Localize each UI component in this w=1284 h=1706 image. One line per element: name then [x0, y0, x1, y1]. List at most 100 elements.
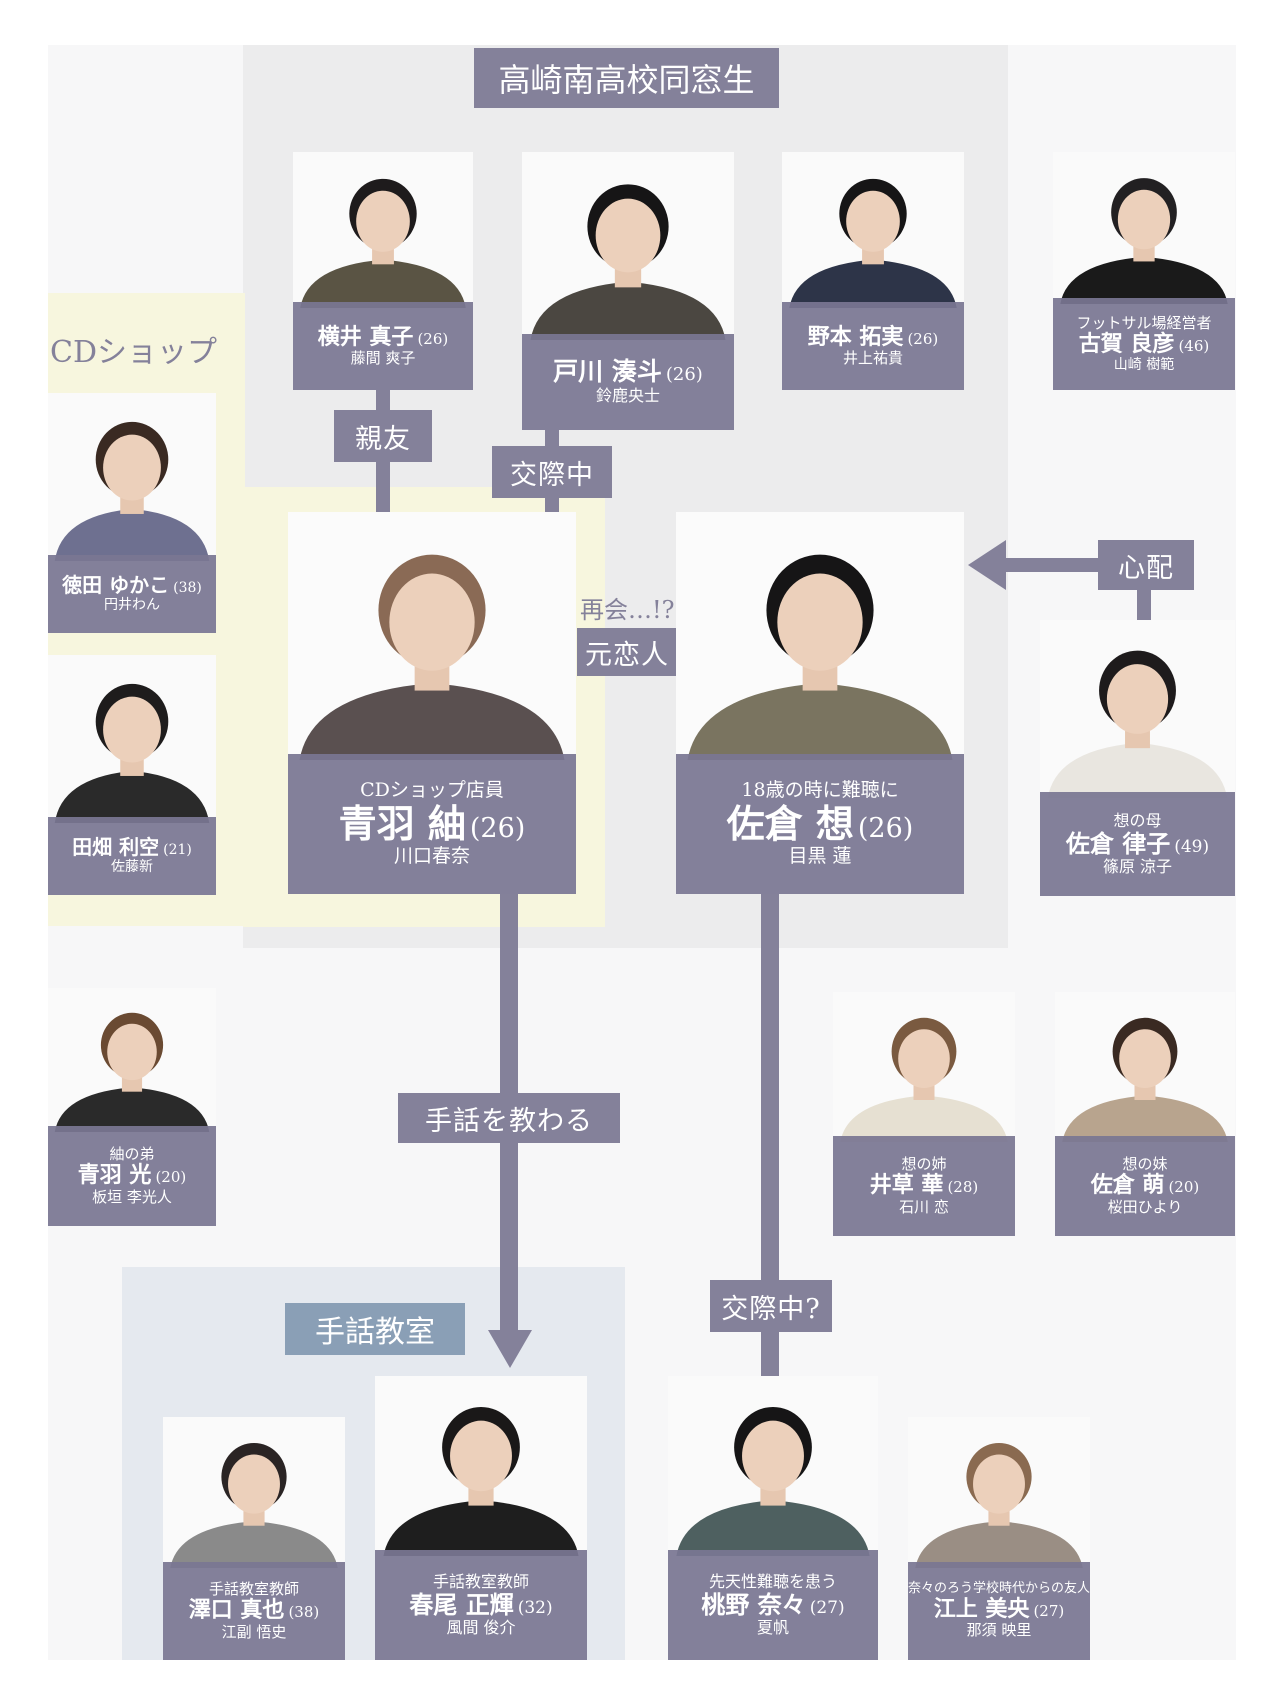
card-hiromi: 野本 拓実(26)井上祐貴: [782, 152, 964, 390]
dating-tag: 交際中: [492, 446, 612, 498]
actor-name: 山崎 樹範: [1113, 357, 1175, 374]
character-name: 古賀 良彦: [1078, 330, 1175, 357]
card-koga: フットサル場経営者古賀 良彦(46)山崎 樹範: [1053, 152, 1235, 390]
character-age: (26): [665, 364, 703, 386]
character-age: (26): [857, 813, 914, 845]
character-name-line: 徳田 ゆかこ(38): [48, 574, 216, 597]
actor-name: 夏帆: [756, 1617, 789, 1637]
caption-panel: 田畑 利空(21)佐藤新: [48, 817, 216, 895]
portrait-photo: [375, 1376, 587, 1556]
card-haruo: 手話教室教師春尾 正輝(32)風間 俊介: [375, 1376, 587, 1660]
character-age: (28): [947, 1178, 979, 1197]
actor-name: 川口春奈: [393, 844, 470, 867]
character-role: 紬の弟: [109, 1145, 155, 1164]
person-silhouette-icon: [782, 152, 964, 308]
portrait-photo: [522, 152, 734, 340]
caption-panel: 想の姉井草 華(28)石川 恋: [833, 1136, 1015, 1236]
person-silhouette-icon: [1055, 992, 1235, 1142]
character-age: (32): [517, 1598, 553, 1619]
character-name: 井草 華: [869, 1172, 944, 1199]
character-role: 想の妹: [1122, 1155, 1168, 1174]
character-name: 青羽 光: [77, 1162, 152, 1189]
actor-name: 藤間 爽子: [350, 349, 416, 368]
character-role: 想の母: [1113, 810, 1162, 830]
school-group-title: 高崎南高校同窓生: [474, 48, 779, 108]
character-name-line: 佐倉 萌(20): [1055, 1173, 1235, 1198]
character-name: 江上 美央: [933, 1596, 1030, 1623]
character-age: (38): [173, 580, 202, 597]
card-minato: 戸川 湊斗(26)鈴鹿央士: [522, 152, 734, 430]
portrait-photo: [676, 512, 964, 760]
character-role: CDショップ店員: [360, 779, 504, 802]
card-tsumugi: CDショップ店員青羽 紬(26)川口春奈: [288, 512, 576, 894]
character-role: 手話教室教師: [432, 1571, 529, 1591]
character-name-line: 桃野 奈々(27): [668, 1591, 878, 1619]
portrait-photo: [1055, 992, 1235, 1142]
character-age: (20): [155, 1168, 187, 1187]
card-ritsuko: 想の母佐倉 律子(49)篠原 涼子: [1040, 620, 1235, 896]
character-role: 先天性難聴を患う: [708, 1571, 837, 1591]
character-name-line: 田畑 利空(21): [48, 836, 216, 859]
caption-panel: 紬の弟青羽 光(20)板垣 李光人: [48, 1126, 216, 1226]
caption-panel: CDショップ店員青羽 紬(26)川口春奈: [288, 754, 576, 894]
character-role: フットサル場経営者: [1076, 313, 1212, 332]
character-name-line: 青羽 光(20): [48, 1163, 216, 1188]
caption-panel: 横井 真子(26)藤間 爽子: [293, 302, 473, 390]
caption-panel: フットサル場経営者古賀 良彦(46)山崎 樹範: [1053, 298, 1235, 390]
person-silhouette-icon: [676, 512, 964, 760]
character-age: (26): [469, 813, 526, 845]
card-sawaguchi: 手話教室教師澤口 真也(38)江副 悟史: [163, 1417, 345, 1660]
character-name-line: 古賀 良彦(46): [1053, 330, 1235, 357]
actor-name: 那須 映里: [966, 1621, 1032, 1640]
character-age: (46): [1178, 336, 1210, 355]
actor-name: 石川 恋: [899, 1197, 949, 1216]
actor-name: 円井わん: [104, 597, 160, 614]
character-role: 奈々のろう学校時代からの友人: [908, 1581, 1090, 1597]
character-name: 田畑 利空: [72, 835, 160, 860]
portrait-photo: [48, 655, 216, 823]
actor-name: 江副 悟史: [221, 1622, 287, 1641]
portrait-photo: [908, 1417, 1090, 1568]
character-name: 桃野 奈々: [701, 1590, 806, 1620]
portrait-photo: [668, 1376, 878, 1556]
character-name: 佐倉 萌: [1090, 1172, 1165, 1199]
caption-panel: 先天性難聴を患う桃野 奈々(27)夏帆: [668, 1550, 878, 1660]
card-moe: 想の妹佐倉 萌(20)桜田ひより: [1055, 992, 1235, 1236]
character-name: 横井 真子: [317, 323, 414, 350]
caption-panel: 奈々のろう学校時代からの友人江上 美央(27)那須 映里: [908, 1562, 1090, 1660]
caption-panel: 手話教室教師澤口 真也(38)江副 悟史: [163, 1562, 345, 1660]
person-silhouette-icon: [163, 1417, 345, 1568]
character-name: 佐倉 律子: [1065, 829, 1171, 859]
card-sou: 18歳の時に難聴に佐倉 想(26)目黒 蓮: [676, 512, 964, 894]
character-age: (21): [163, 842, 192, 859]
character-name: 青羽 紬: [338, 801, 466, 847]
character-name: 澤口 真也: [188, 1597, 285, 1624]
dating-q-line: [761, 892, 779, 1377]
worry-arrowhead: [968, 540, 1006, 590]
portrait-photo: [163, 1417, 345, 1568]
card-mako: 横井 真子(26)藤間 爽子: [293, 152, 473, 390]
character-name-line: 青羽 紬(26): [288, 802, 576, 846]
person-silhouette-icon: [668, 1376, 878, 1556]
portrait-photo: [288, 512, 576, 760]
character-name-line: 佐倉 律子(49): [1040, 830, 1235, 858]
character-age: (38): [288, 1603, 320, 1622]
worry-tag: 心配: [1098, 540, 1194, 590]
sign-class-group-title: 手話教室: [285, 1303, 465, 1355]
character-role: 手話教室教師: [208, 1580, 299, 1599]
actor-name: 目黒 蓮: [788, 844, 852, 867]
card-mio: 奈々のろう学校時代からの友人江上 美央(27)那須 映里: [908, 1417, 1090, 1660]
caption-panel: 想の母佐倉 律子(49)篠原 涼子: [1040, 792, 1235, 896]
card-hana: 想の姉井草 華(28)石川 恋: [833, 992, 1015, 1236]
character-name: 野本 拓実: [807, 323, 904, 350]
person-silhouette-icon: [908, 1417, 1090, 1568]
actor-name: 井上祐貴: [842, 349, 903, 368]
character-name-line: 澤口 真也(38): [163, 1598, 345, 1623]
character-name-line: 野本 拓実(26): [782, 323, 964, 350]
character-name-line: 井草 華(28): [833, 1173, 1015, 1198]
character-age: (26): [907, 329, 939, 348]
character-name-line: 戸川 湊斗(26): [522, 358, 734, 387]
portrait-photo: [833, 992, 1015, 1142]
person-silhouette-icon: [833, 992, 1015, 1142]
